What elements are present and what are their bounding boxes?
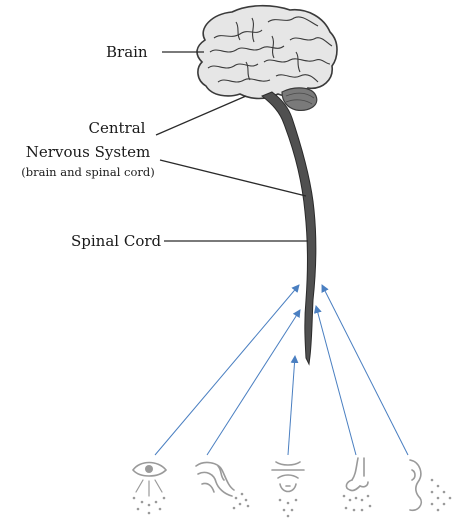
eye-arrow [155,285,299,455]
mouth-icon [272,462,304,517]
cns-label-line1: Central [89,119,146,137]
spinal-cord-label: Spinal Cord [71,232,162,250]
cns-label-line3: (brain and spinal cord) [21,165,154,179]
spinal-cord [262,92,316,364]
nose-icon [343,458,372,511]
ear-arrow [322,285,408,455]
hand-arrow [207,310,300,455]
eye-icon [133,463,166,515]
cerebellum [282,88,317,110]
cns-brain-leader-line [156,96,246,135]
mouth-arrow [288,356,295,455]
cns-label-line2: Nervous System [26,143,150,161]
cns-cord-leader-line [160,160,306,196]
hand-icon [196,463,249,510]
brain-label: Brain [106,43,148,61]
cerebrum [197,6,337,99]
sensory-arrows [155,285,408,455]
ear-icon [410,460,451,511]
nose-arrow [316,306,356,455]
